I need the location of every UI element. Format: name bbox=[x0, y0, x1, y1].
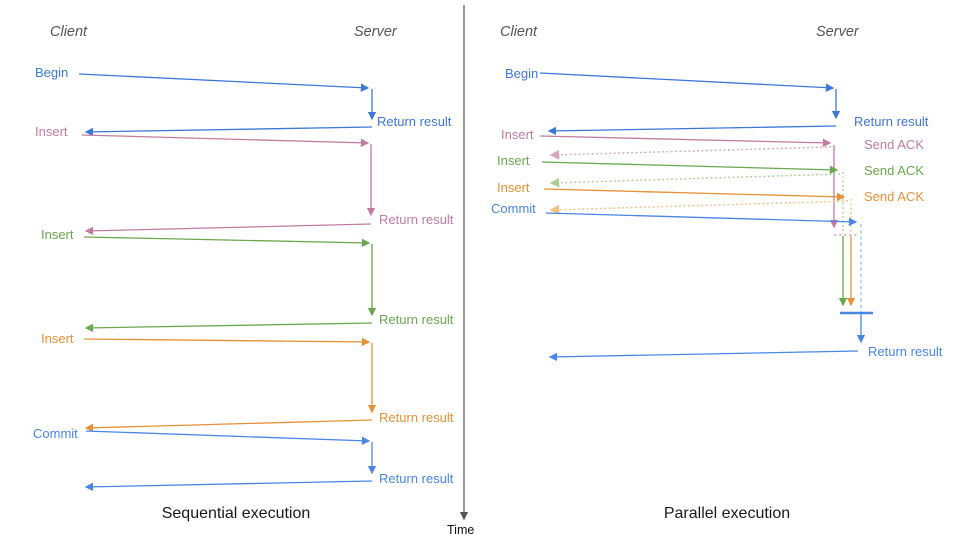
right-insert1-label: Insert bbox=[501, 127, 534, 142]
left-insert3-return-arrow bbox=[84, 419, 373, 433]
right-panel-title: Parallel execution bbox=[663, 505, 791, 522]
left-begin-label: Begin bbox=[35, 65, 69, 80]
right-insert2-request-arrow bbox=[541, 161, 839, 175]
left-return-result-label-5: Return result bbox=[379, 471, 454, 486]
left-insert2-flow bbox=[83, 236, 377, 333]
left-insert3-label: Insert bbox=[41, 331, 74, 346]
right-client-header: Client bbox=[500, 24, 538, 40]
right-begin-return-arrow bbox=[547, 125, 837, 136]
right-insert3-ack-dotted-arrow bbox=[549, 200, 849, 215]
left-return-result-label-2: Return result bbox=[379, 212, 454, 227]
right-send-ack-label-1: Send ACK bbox=[864, 137, 924, 152]
left-insert1-flow bbox=[81, 134, 376, 236]
right-insert2-label: Insert bbox=[497, 153, 530, 168]
left-panel-title: Sequential execution bbox=[161, 505, 311, 522]
right-commit-label: Commit bbox=[491, 201, 536, 216]
left-commit-label: Commit bbox=[33, 426, 78, 441]
right-return-result-label-top: Return result bbox=[854, 114, 929, 129]
left-commit-return-arrow bbox=[84, 480, 373, 492]
left-insert3-flow bbox=[83, 337, 377, 433]
right-insert2-flow bbox=[541, 161, 848, 307]
left-return-result-label-3: Return result bbox=[379, 312, 454, 327]
right-insert3-request-arrow bbox=[543, 188, 846, 202]
right-commit-flow bbox=[545, 212, 873, 362]
right-return-result-label-bottom: Return result bbox=[868, 344, 943, 359]
right-begin-flow bbox=[539, 72, 841, 136]
right-server-header: Server bbox=[816, 24, 859, 40]
right-insert1-ack-dotted-arrow bbox=[549, 146, 832, 160]
left-insert2-request-arrow bbox=[83, 236, 371, 248]
right-begin-request-arrow bbox=[539, 72, 835, 92]
right-insert2-ack-dotted-arrow bbox=[549, 173, 841, 188]
left-commit-request-arrow bbox=[85, 430, 371, 445]
right-send-ack-label-2: Send ACK bbox=[864, 163, 924, 178]
left-commit-flow bbox=[84, 430, 377, 492]
right-insert1-request-arrow bbox=[539, 135, 832, 148]
right-insert3-flow bbox=[543, 188, 856, 307]
left-insert2-return-arrow bbox=[84, 322, 373, 333]
left-insert1-request-arrow bbox=[81, 134, 370, 148]
left-begin-flow bbox=[78, 73, 377, 137]
right-commit-return-arrow bbox=[548, 350, 859, 362]
left-insert2-label: Insert bbox=[41, 227, 74, 242]
left-begin-request-arrow bbox=[78, 73, 370, 92]
left-return-result-label-1: Return result bbox=[377, 114, 452, 129]
left-client-header: Client bbox=[50, 24, 88, 40]
right-begin-label: Begin bbox=[505, 66, 539, 81]
right-insert3-label: Insert bbox=[497, 180, 530, 195]
time-axis-label: Time bbox=[447, 523, 475, 537]
right-send-ack-label-3: Send ACK bbox=[864, 189, 924, 204]
left-begin-return-arrow bbox=[84, 126, 373, 137]
left-insert3-request-arrow bbox=[83, 337, 371, 347]
left-insert1-return-arrow bbox=[84, 223, 372, 236]
right-commit-request-arrow bbox=[545, 212, 858, 227]
left-insert1-label: Insert bbox=[35, 124, 68, 139]
right-insert1-flow bbox=[539, 135, 859, 236]
left-return-result-label-4: Return result bbox=[379, 410, 454, 425]
left-server-header: Server bbox=[354, 24, 397, 40]
